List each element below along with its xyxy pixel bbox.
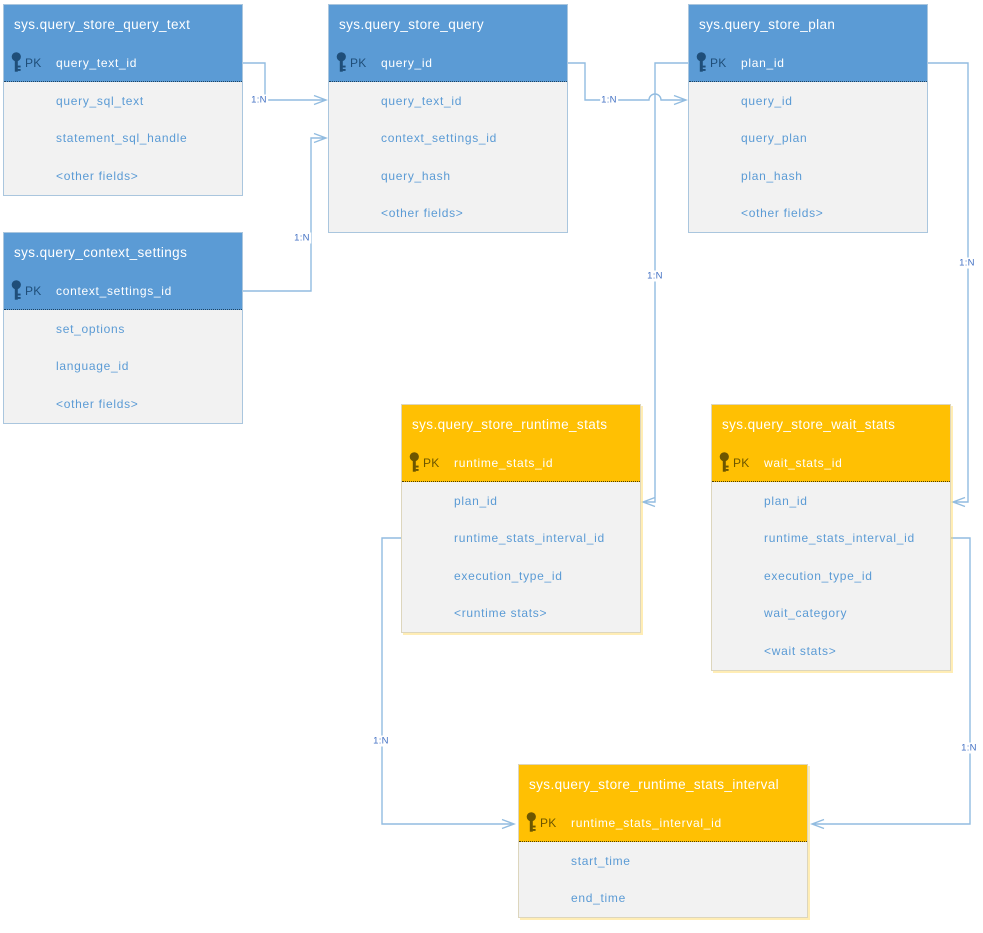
- cardinality-label: 1:N: [250, 94, 268, 106]
- entity-title: sys.query_store_query_text: [4, 5, 242, 44]
- field-row: query_plan: [741, 131, 808, 146]
- field-row: query_hash: [381, 168, 451, 183]
- field-row: context_settings_id: [381, 131, 498, 146]
- pk-field-name: plan_id: [741, 55, 785, 70]
- primary-key-row: PK query_text_id: [4, 44, 242, 82]
- field-row: start_time: [571, 853, 631, 868]
- entity-field-list: query_sql_text statement_sql_handle <other…: [4, 82, 242, 195]
- field-row: language_id: [56, 359, 130, 374]
- entity-field-list: query_text_id context_settings_id query_ha…: [329, 82, 567, 232]
- relationship-connector-query-store-query--query-store-plan: [568, 62, 688, 106]
- primary-key-icon: [696, 52, 706, 72]
- pk-field-name: wait_stats_id: [764, 455, 843, 470]
- entity-field-list: query_id query_plan plan_hash <other fields…: [689, 82, 927, 232]
- primary-key-row: PK plan_id: [689, 44, 927, 82]
- pk-field-name: context_settings_id: [56, 283, 173, 298]
- field-row: <wait stats>: [764, 643, 837, 658]
- primary-key-row: PK wait_stats_id: [712, 444, 950, 482]
- entity-title: sys.query_store_runtime_stats: [402, 405, 640, 444]
- primary-key-row: PK query_id: [329, 44, 567, 82]
- pk-field-name: query_id: [381, 55, 433, 70]
- pk-label: PK: [423, 455, 440, 470]
- field-row: query_text_id: [381, 93, 463, 108]
- primary-key-icon: [526, 812, 536, 832]
- cardinality-label: 1:N: [646, 270, 664, 282]
- primary-key-icon: [11, 280, 21, 300]
- field-row: <other fields>: [741, 206, 824, 221]
- field-row: query_sql_text: [56, 93, 144, 108]
- primary-key-row: PK runtime_stats_interval_id: [519, 804, 807, 842]
- primary-key-icon: [336, 52, 346, 72]
- primary-key-icon: [409, 452, 419, 472]
- entity-title: sys.query_store_runtime_stats_interval: [519, 765, 807, 804]
- entity-title: sys.query_store_query: [329, 5, 567, 44]
- primary-key-icon: [719, 452, 729, 472]
- pk-label: PK: [733, 455, 750, 470]
- field-row: runtime_stats_interval_id: [454, 531, 605, 546]
- cardinality-label: 1:N: [293, 232, 311, 244]
- field-row: query_id: [741, 93, 793, 108]
- field-row: <runtime stats>: [454, 606, 548, 621]
- entity-field-list: plan_id runtime_stats_interval_id executio…: [402, 482, 640, 632]
- pk-label: PK: [710, 55, 727, 70]
- field-row: plan_hash: [741, 168, 803, 183]
- field-row: plan_id: [764, 493, 808, 508]
- pk-field-name: runtime_stats_id: [454, 455, 554, 470]
- pk-label: PK: [350, 55, 367, 70]
- relationship-connector-query-store-plan--query-store-runtime-stats: [641, 62, 688, 508]
- field-row: plan_id: [454, 493, 498, 508]
- field-row: <other fields>: [381, 206, 464, 221]
- entity-title: sys.query_store_plan: [689, 5, 927, 44]
- pk-label: PK: [25, 55, 42, 70]
- cardinality-label: 1:N: [960, 742, 978, 754]
- cardinality-label: 1:N: [600, 94, 618, 106]
- field-row: set_options: [56, 321, 126, 336]
- relationship-connector-query-context-settings--query-store-query: [243, 132, 328, 292]
- field-row: <other fields>: [56, 168, 139, 183]
- entity-title: sys.query_context_settings: [4, 233, 242, 272]
- primary-key-row: PK context_settings_id: [4, 272, 242, 310]
- field-row: execution_type_id: [764, 568, 873, 583]
- primary-key-row: PK runtime_stats_id: [402, 444, 640, 482]
- field-row: execution_type_id: [454, 568, 563, 583]
- field-row: end_time: [571, 891, 626, 906]
- cardinality-label: 1:N: [958, 257, 976, 269]
- field-row: wait_category: [764, 606, 848, 621]
- field-row: statement_sql_handle: [56, 131, 188, 146]
- entity-field-list: start_time end_time: [519, 842, 807, 917]
- field-row: runtime_stats_interval_id: [764, 531, 915, 546]
- entity-field-list: set_options language_id <other fields>: [4, 310, 242, 423]
- pk-label: PK: [25, 283, 42, 298]
- entity-title: sys.query_store_wait_stats: [712, 405, 950, 444]
- pk-field-name: query_text_id: [56, 55, 138, 70]
- cardinality-label: 1:N: [372, 735, 390, 747]
- primary-key-icon: [11, 52, 21, 72]
- field-row: <other fields>: [56, 396, 139, 411]
- pk-label: PK: [540, 815, 557, 830]
- pk-field-name: runtime_stats_interval_id: [571, 815, 722, 830]
- entity-field-list: plan_id runtime_stats_interval_id executio…: [712, 482, 950, 670]
